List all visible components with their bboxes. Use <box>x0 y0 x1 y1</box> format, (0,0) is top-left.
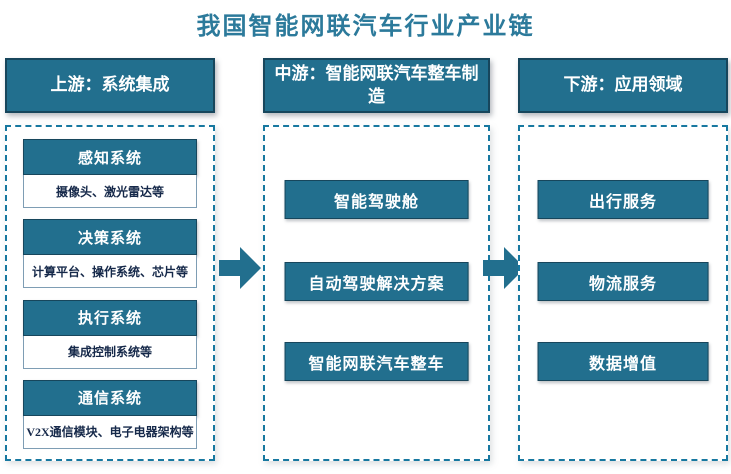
list-item: 通信系统 V2X通信模块、电子电器架构等 <box>23 379 197 449</box>
list-item: 智能网联汽车整车 <box>284 342 469 381</box>
list-item: 执行系统 集成控制系统等 <box>23 299 197 369</box>
flow-arrow-icon <box>483 247 525 289</box>
system-subtitle: V2X通信模块、电子电器架构等 <box>23 415 197 449</box>
list-item: 出行服务 <box>537 180 709 219</box>
system-title: 执行系统 <box>23 299 197 336</box>
list-item: 物流服务 <box>537 262 709 301</box>
system-title: 决策系统 <box>23 219 197 256</box>
upstream-items-box: 感知系统 摄像头、激光雷达等 决策系统 计算平台、操作系统、芯片等 执行系统 集… <box>5 125 215 461</box>
upstream-header: 上游：系统集成 <box>5 58 215 113</box>
midstream-header: 中游：智能网联汽车整车制造 <box>263 58 490 113</box>
downstream-items-box: 出行服务 物流服务 数据增值 <box>518 125 728 461</box>
system-subtitle: 摄像头、激光雷达等 <box>23 175 197 208</box>
downstream-header: 下游：应用领域 <box>518 58 728 113</box>
system-subtitle: 计算平台、操作系统、芯片等 <box>23 255 197 289</box>
list-item: 感知系统 摄像头、激光雷达等 <box>23 139 197 208</box>
system-title: 通信系统 <box>23 379 197 416</box>
page-title: 我国智能网联汽车行业产业链 <box>196 14 535 40</box>
list-item: 决策系统 计算平台、操作系统、芯片等 <box>23 219 197 289</box>
system-subtitle: 集成控制系统等 <box>23 335 197 369</box>
list-item: 智能驾驶舱 <box>284 180 469 219</box>
list-item: 自动驾驶解决方案 <box>284 262 469 301</box>
midstream-column: 中游：智能网联汽车整车制造 智能驾驶舱 自动驾驶解决方案 智能网联汽车整车 <box>263 58 490 461</box>
upstream-column: 上游：系统集成 感知系统 摄像头、激光雷达等 决策系统 计算平台、操作系统、芯片… <box>5 58 215 461</box>
downstream-column: 下游：应用领域 出行服务 物流服务 数据增值 <box>518 58 728 461</box>
system-title: 感知系统 <box>23 139 197 175</box>
upstream-items-list: 感知系统 摄像头、激光雷达等 决策系统 计算平台、操作系统、芯片等 执行系统 集… <box>7 127 213 459</box>
list-item: 数据增值 <box>537 342 709 381</box>
flow-arrow-icon <box>219 247 261 289</box>
midstream-items-box: 智能驾驶舱 自动驾驶解决方案 智能网联汽车整车 <box>263 125 490 461</box>
